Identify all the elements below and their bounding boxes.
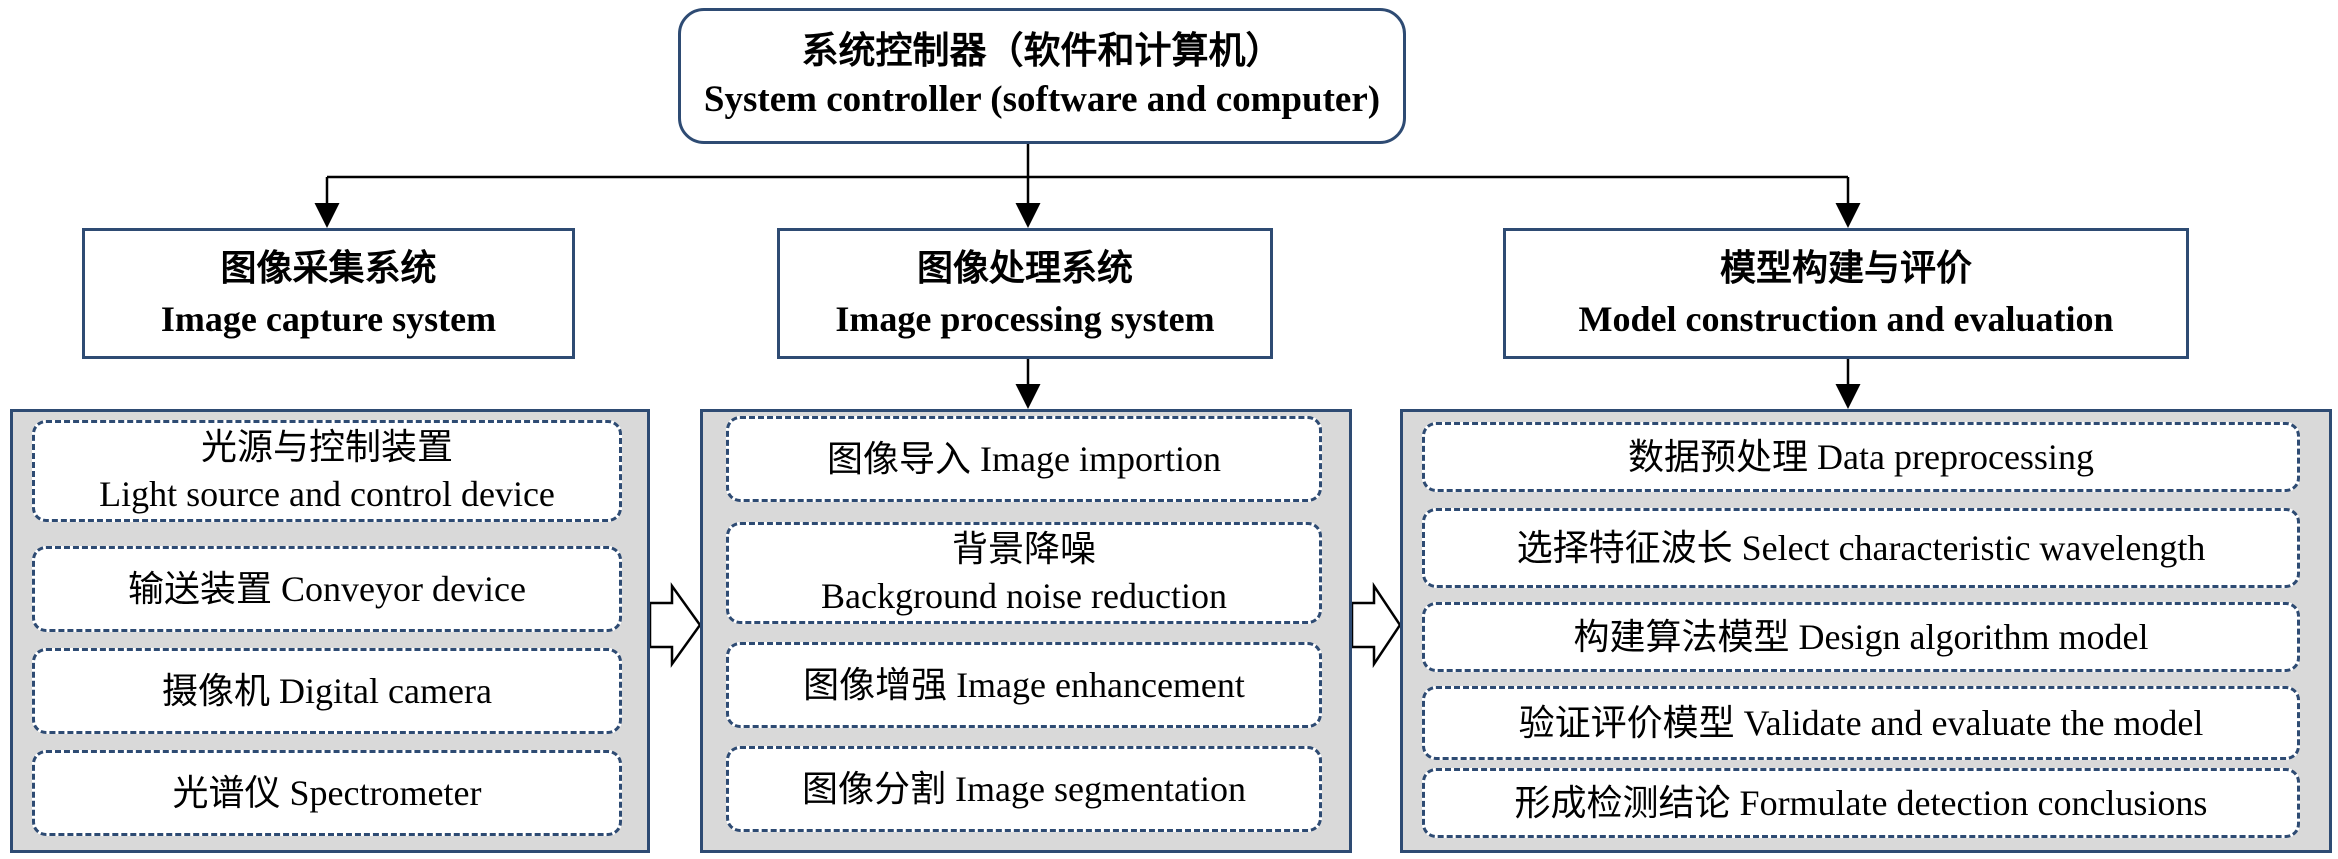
camera-label: 摄像机 Digital camera (162, 670, 492, 711)
flow-arrow-1 (648, 582, 702, 668)
detection-conclusion-label: 形成检测结论 Formulate detection conclusions (1514, 782, 2208, 823)
processing-title-zh: 图像处理系统 (916, 248, 1133, 289)
model-title-en: Model construction and evaluation (1578, 298, 2114, 339)
algorithm-model-item: 构建算法模型 Design algorithm model (1422, 602, 2300, 672)
image-enhancement-label: 图像增强 Image enhancement (803, 664, 1245, 705)
image-import-item: 图像导入 Image importion (726, 416, 1322, 502)
image-capture-system-box: 图像采集系统 Image capture system (82, 228, 575, 359)
validate-model-item: 验证评价模型 Validate and evaluate the model (1422, 686, 2300, 760)
noise-reduction-zh: 背景降噪 (951, 529, 1096, 570)
image-enhancement-item: 图像增强 Image enhancement (726, 642, 1322, 728)
model-title-zh: 模型构建与评价 (1719, 248, 1972, 289)
spectrometer-label: 光谱仪 Spectrometer (172, 772, 482, 813)
image-segmentation-label: 图像分割 Image segmentation (802, 768, 1246, 809)
image-segmentation-item: 图像分割 Image segmentation (726, 746, 1322, 832)
validate-model-label: 验证评价模型 Validate and evaluate the model (1518, 702, 2204, 743)
camera-item: 摄像机 Digital camera (32, 648, 622, 734)
feature-wavelength-item: 选择特征波长 Select characteristic wavelength (1422, 508, 2300, 588)
image-processing-system-box: 图像处理系统 Image processing system (777, 228, 1273, 359)
data-preprocessing-label: 数据预处理 Data preprocessing (1628, 436, 2094, 477)
flow-arrow-2 (1350, 581, 1402, 669)
feature-wavelength-label: 选择特征波长 Select characteristic wavelength (1516, 527, 2206, 568)
data-preprocessing-item: 数据预处理 Data preprocessing (1422, 422, 2300, 492)
light-source-en: Light source and control device (99, 474, 555, 514)
conveyor-label: 输送装置 Conveyor device (128, 568, 526, 609)
noise-reduction-item: 背景降噪 Background noise reduction (726, 522, 1322, 624)
light-source-item: 光源与控制装置 Light source and control device (32, 420, 622, 522)
noise-reduction-en: Background noise reduction (821, 576, 1227, 616)
controller-title-zh: 系统控制器（软件和计算机） (801, 30, 1283, 72)
spectrometer-item: 光谱仪 Spectrometer (32, 750, 622, 836)
algorithm-model-label: 构建算法模型 Design algorithm model (1573, 616, 2149, 657)
capture-title-en: Image capture system (160, 298, 497, 339)
model-construction-box: 模型构建与评价 Model construction and evaluatio… (1503, 228, 2189, 359)
image-import-label: 图像导入 Image importion (827, 438, 1221, 479)
detection-conclusion-item: 形成检测结论 Formulate detection conclusions (1422, 768, 2300, 838)
capture-title-zh: 图像采集系统 (220, 248, 437, 289)
controller-title-en: System controller (software and computer… (703, 79, 1381, 120)
processing-title-en: Image processing system (835, 298, 1215, 339)
light-source-zh: 光源与控制装置 (200, 427, 453, 468)
conveyor-item: 输送装置 Conveyor device (32, 546, 622, 632)
system-controller-box: 系统控制器（软件和计算机） System controller (softwar… (678, 8, 1406, 144)
